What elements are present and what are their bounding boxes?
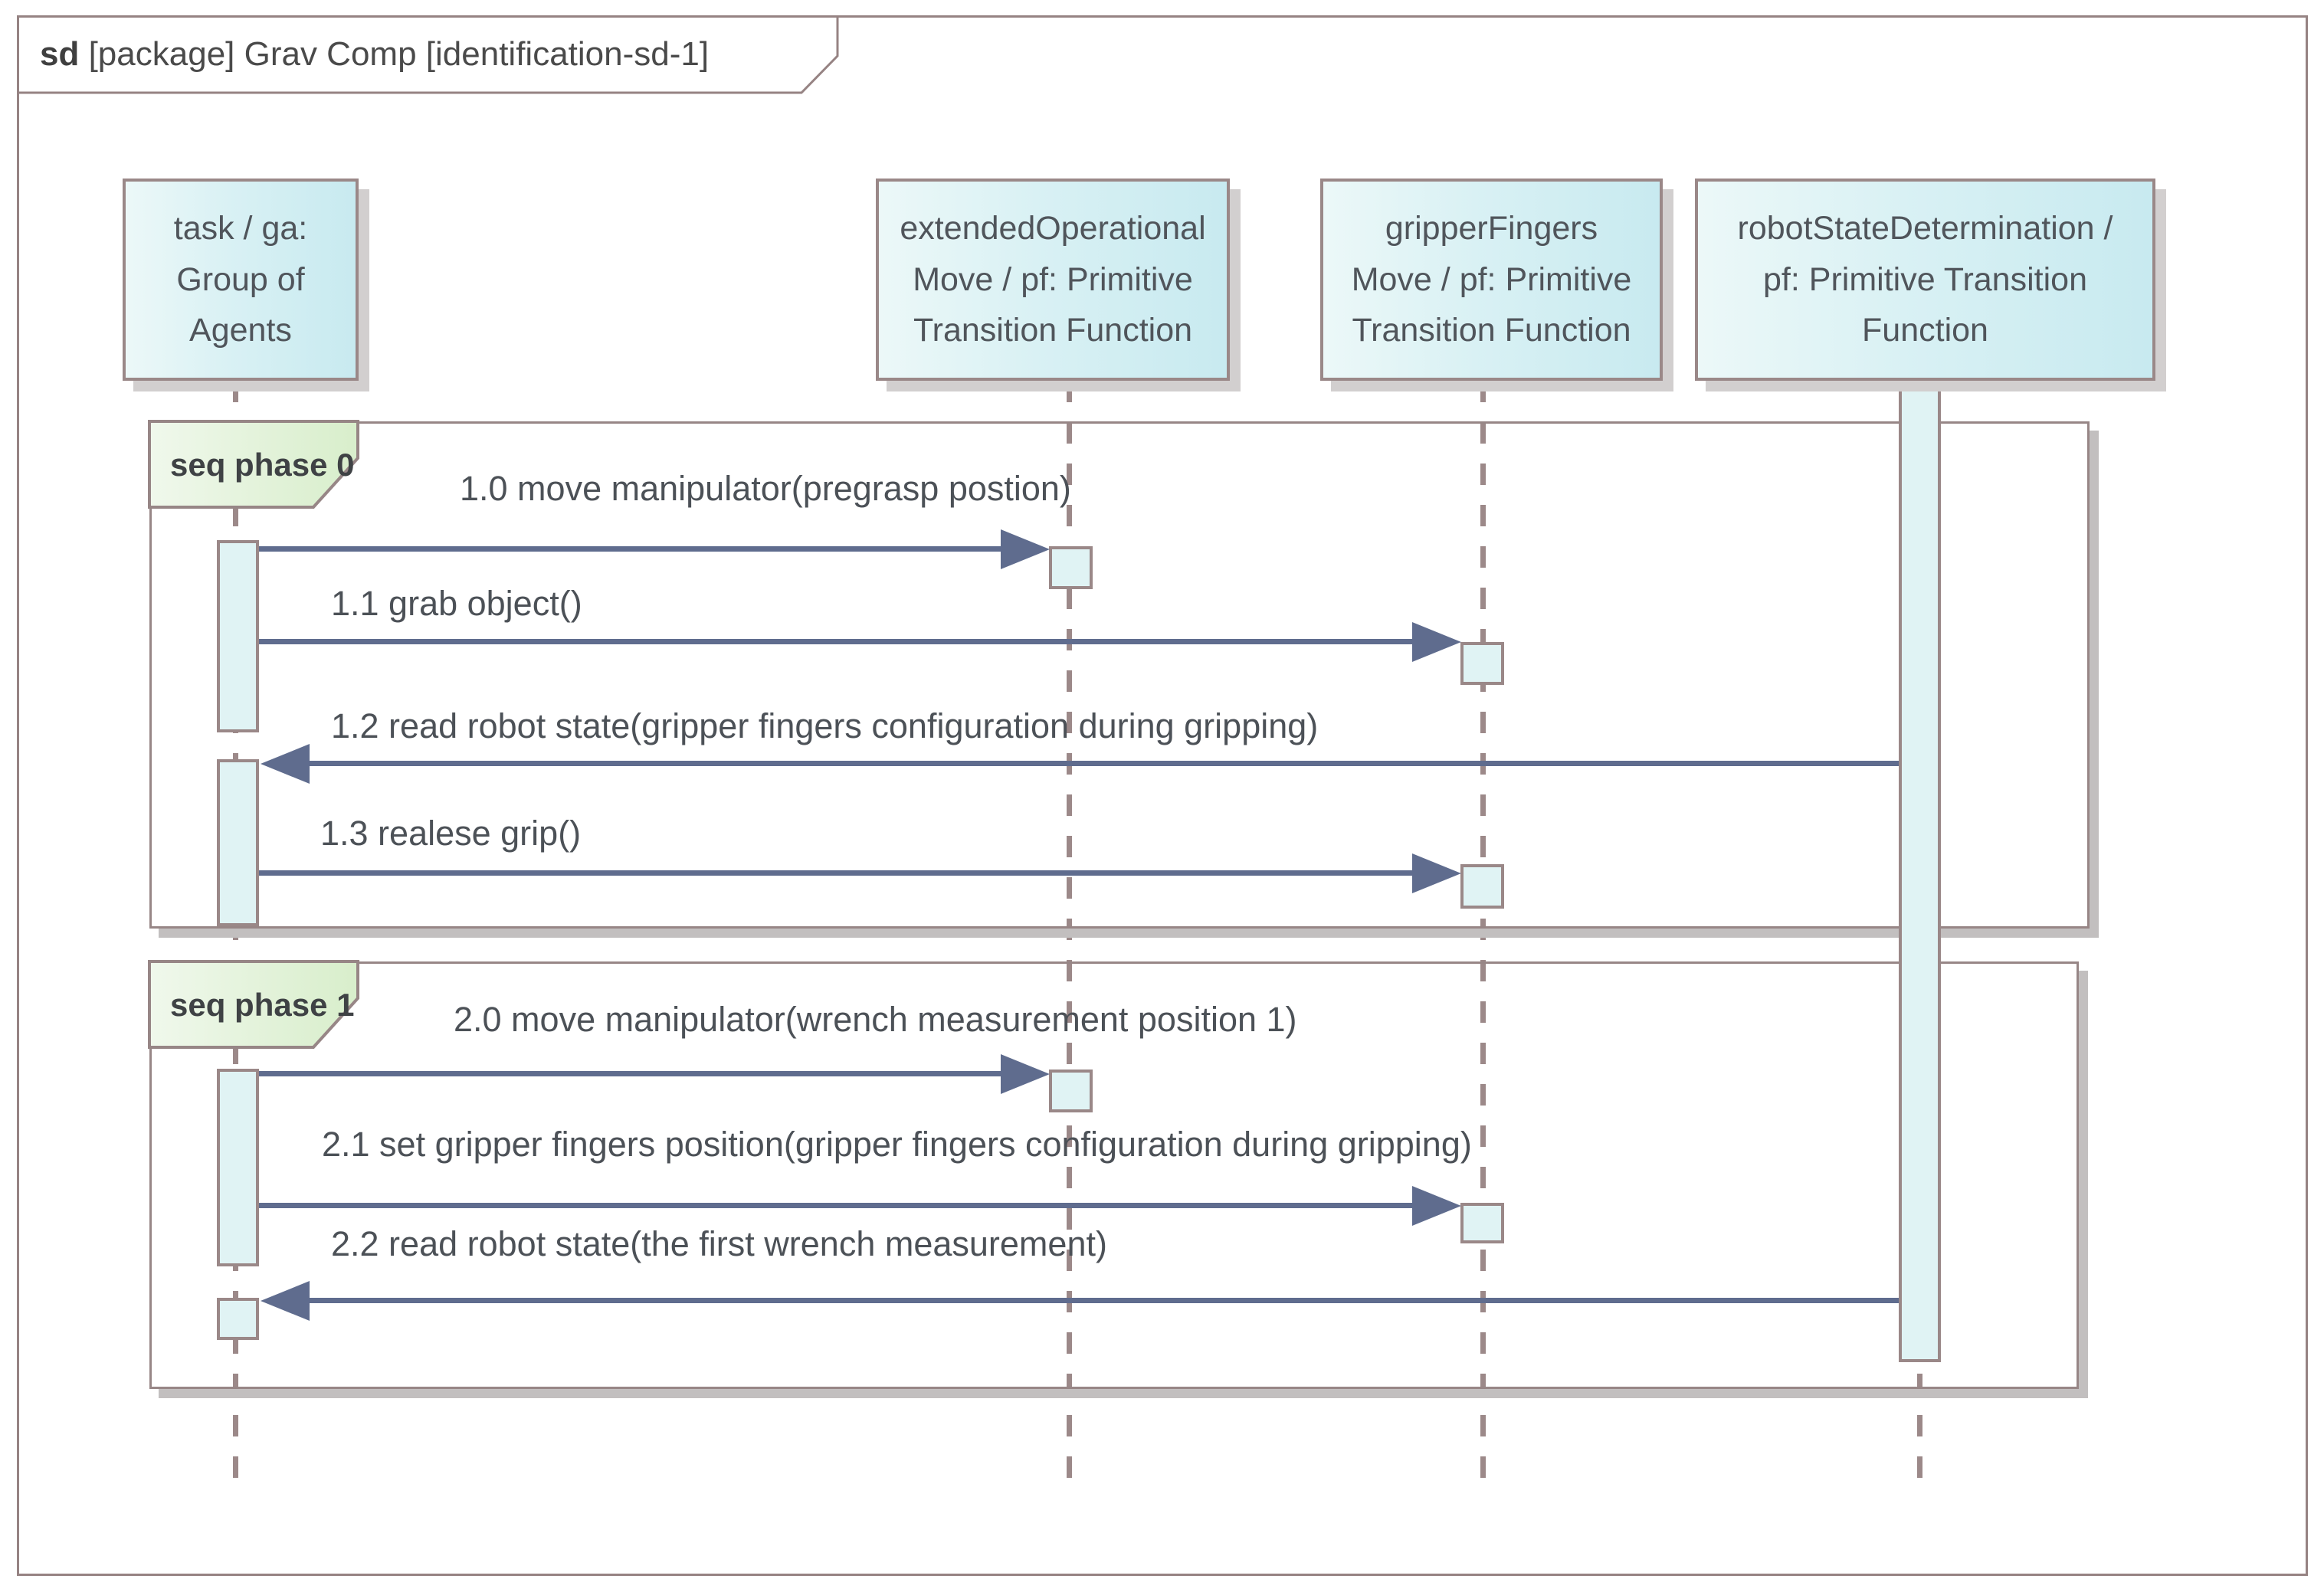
activation-square-gripper-1	[1460, 642, 1504, 685]
message-line-2-0	[259, 1071, 1006, 1076]
message-label-1-3: 1.3 realese grip()	[320, 814, 582, 853]
arrowhead-right-icon	[1001, 1054, 1050, 1094]
message-line-2-2	[308, 1298, 1899, 1303]
activation-square-extmove-2	[1049, 1070, 1093, 1112]
lifeline-line-gripper-fingers-move	[1480, 381, 1486, 1490]
activation-square-task-receive	[217, 1298, 259, 1340]
fragment-seq-phase-0-label-shape	[148, 420, 359, 509]
diagram-title: sd [package] Grav Comp [identification-s…	[40, 15, 806, 93]
arrowhead-right-icon	[1001, 529, 1050, 569]
fragment-seq-phase-1	[149, 961, 2079, 1389]
arrowhead-right-icon	[1412, 853, 1461, 893]
lifeline-head-gripper-fingers-move: gripperFingers Move / pf: Primitive Tran…	[1320, 179, 1663, 381]
message-label-1-0: 1.0 move manipulator(pregrasp postion)	[460, 469, 1071, 508]
message-label-1-2: 1.2 read robot state(gripper fingers con…	[331, 706, 1319, 745]
title-text: [package] Grav Comp [identification-sd-1…	[79, 35, 710, 73]
title-keyword: sd	[40, 35, 80, 73]
message-line-1-1	[259, 639, 1414, 644]
activation-square-gripper-3	[1460, 1203, 1504, 1243]
message-label-1-1: 1.1 grab object()	[331, 584, 582, 623]
activation-square-gripper-2	[1460, 864, 1504, 909]
activation-bar-task-2	[217, 759, 259, 926]
activation-square-extmove-1	[1049, 546, 1093, 589]
message-line-1-0	[259, 546, 1006, 552]
lifeline-head-extended-operational-move: extendedOperational Move / pf: Primitive…	[876, 179, 1230, 381]
lifeline-line-task	[233, 381, 238, 1490]
fragment-seq-phase-1-label: seq phase 1	[170, 987, 355, 1023]
activation-bar-task-1	[217, 540, 259, 732]
arrowhead-left-icon	[261, 744, 310, 784]
diagram-title-tab	[17, 15, 839, 94]
message-line-1-2	[308, 761, 1899, 766]
lifeline-head-robot-state-determination: robotStateDetermination / pf: Primitive …	[1695, 179, 2155, 381]
arrowhead-right-icon	[1412, 622, 1461, 662]
activation-bar-task-3	[217, 1069, 259, 1266]
fragment-seq-phase-0-label: seq phase 0	[170, 447, 355, 483]
message-label-2-2: 2.2 read robot state(the first wrench me…	[331, 1224, 1107, 1263]
arrowhead-right-icon	[1412, 1186, 1461, 1226]
message-label-2-0: 2.0 move manipulator(wrench measurement …	[454, 1000, 1297, 1039]
message-line-2-1	[259, 1203, 1414, 1208]
activation-bar-robot-state	[1899, 381, 1941, 1362]
message-label-2-1: 2.1 set gripper fingers position(gripper…	[322, 1125, 1472, 1164]
message-line-1-3	[259, 870, 1414, 876]
fragment-seq-phase-0	[149, 421, 2090, 929]
lifeline-line-extended-operational-move	[1067, 381, 1072, 1490]
fragment-seq-phase-1-label-shape	[148, 960, 359, 1049]
lifeline-head-task: task / ga: Group of Agents	[123, 179, 359, 381]
arrowhead-left-icon	[261, 1281, 310, 1321]
